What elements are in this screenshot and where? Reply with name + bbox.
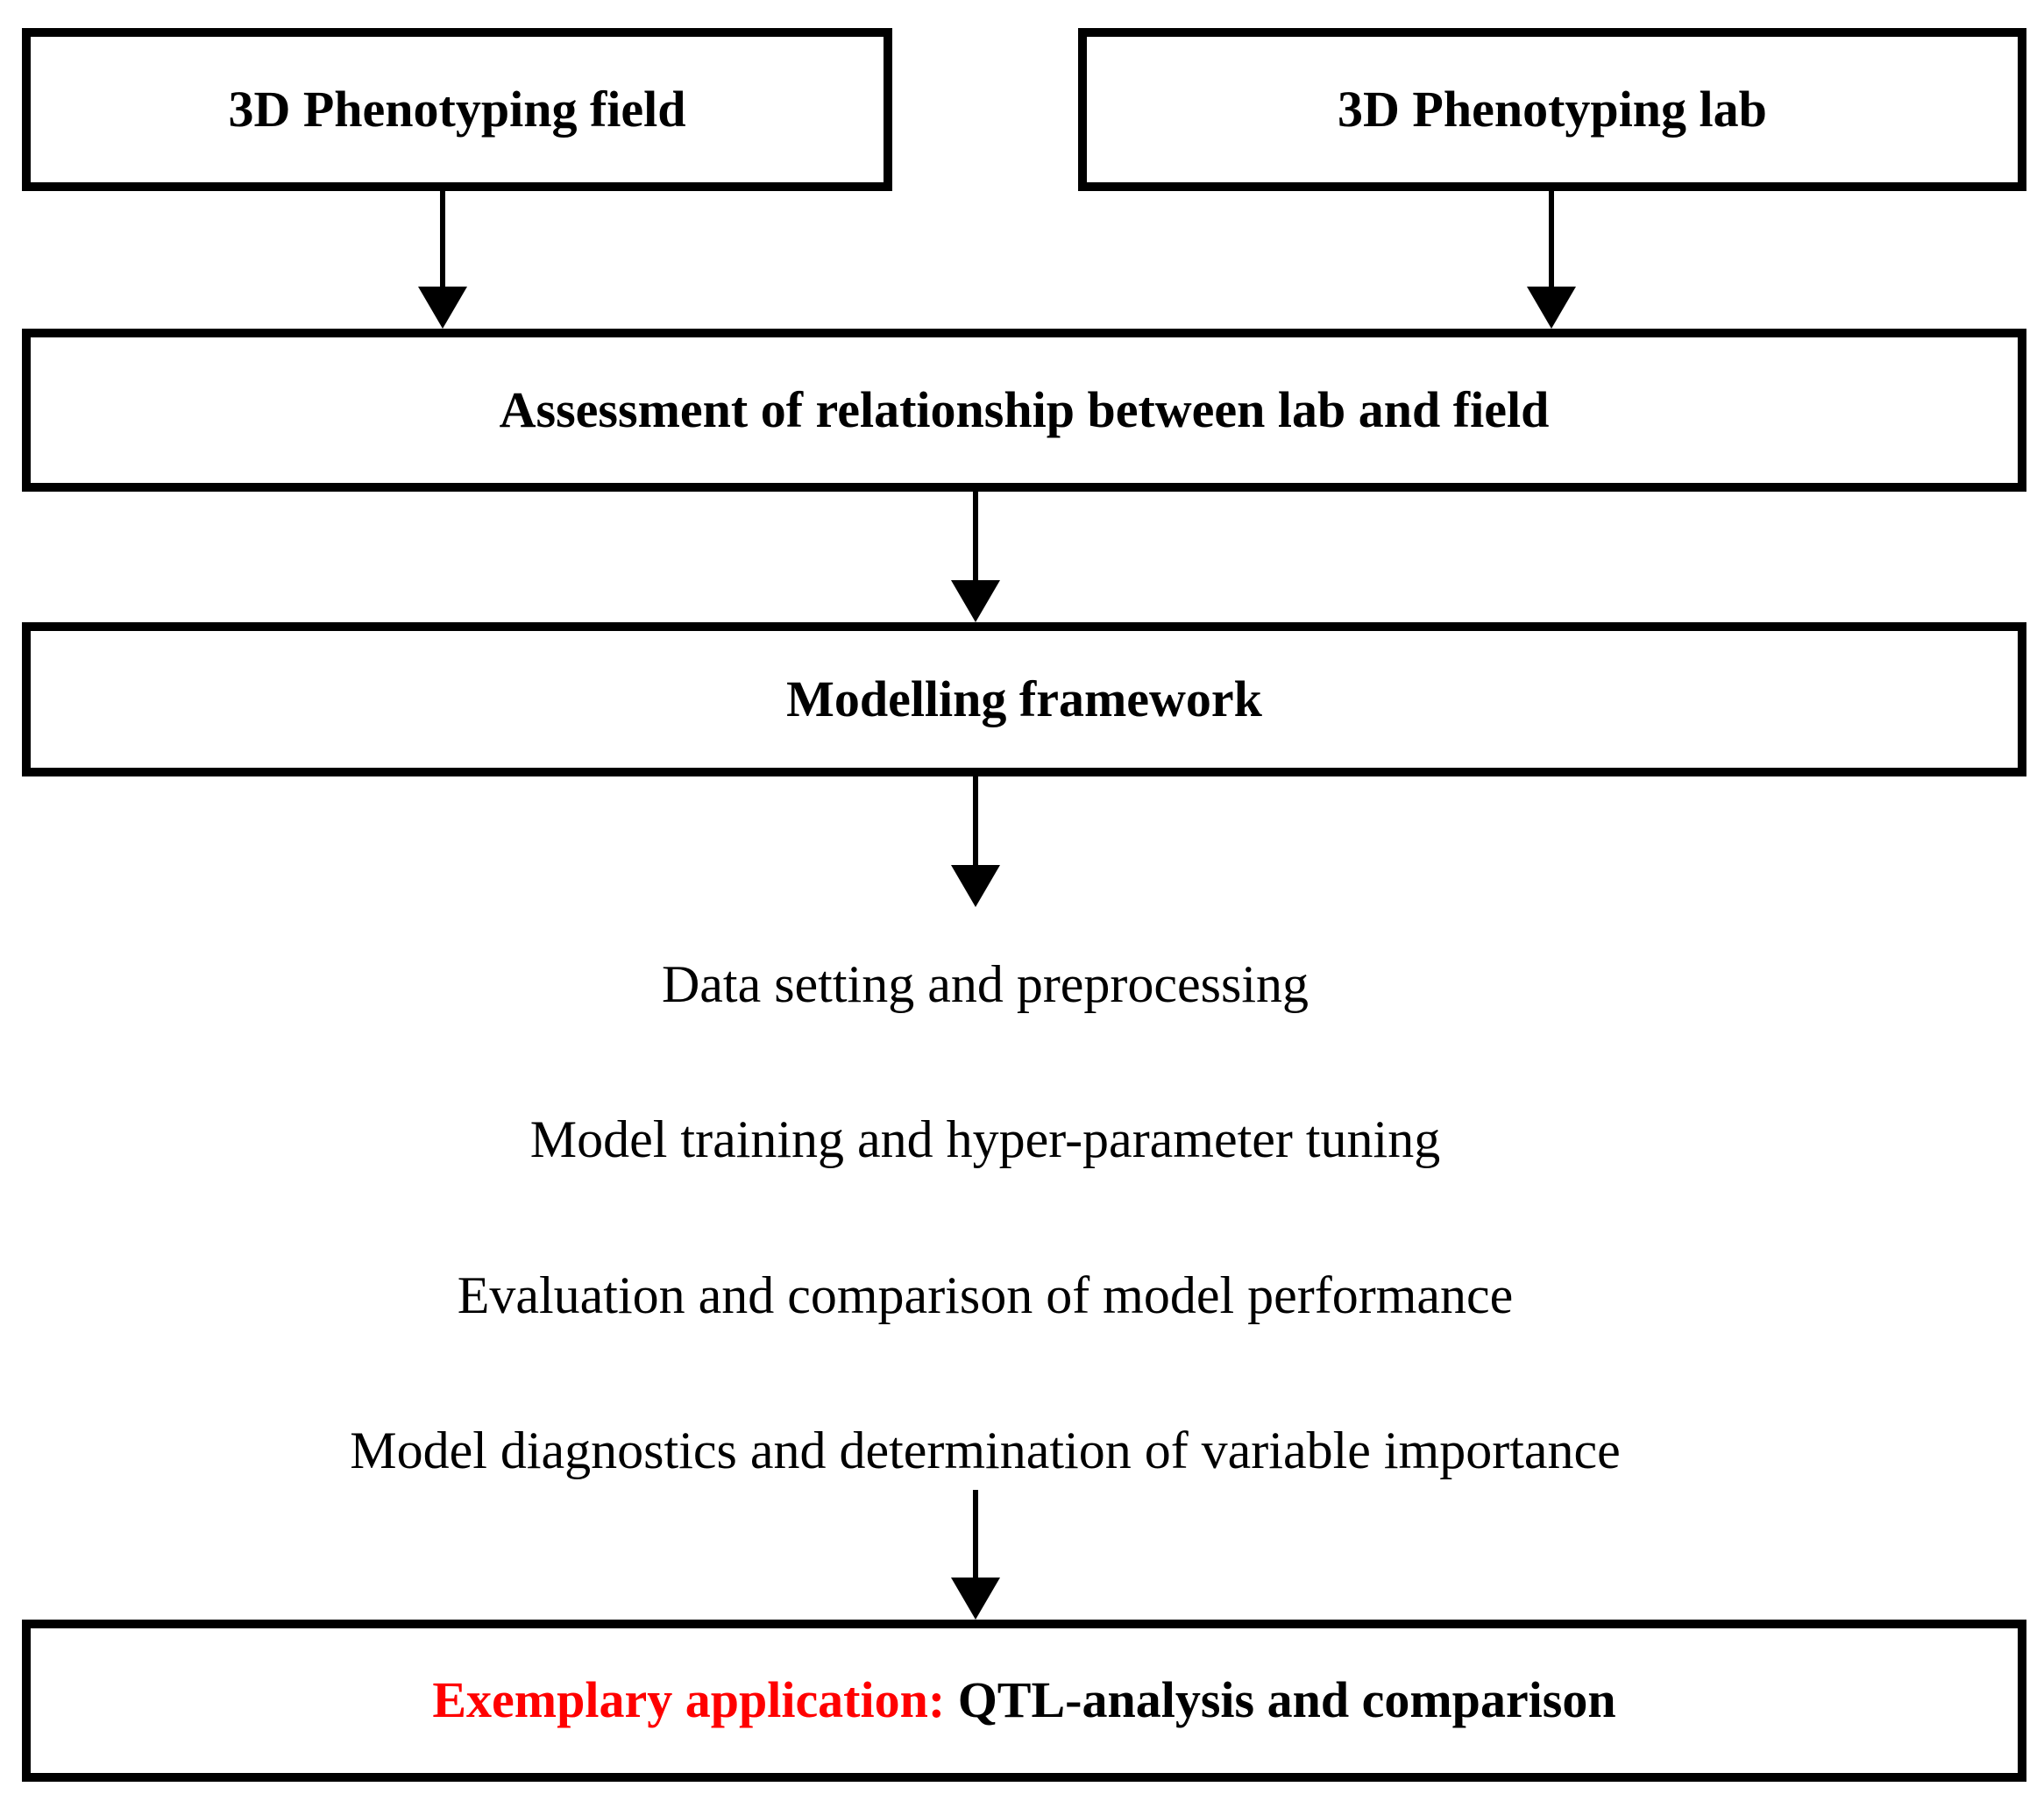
arrow-tail [1549,191,1554,287]
arrow-tail [973,1490,978,1578]
arrow-modelling-to-steps [951,776,1000,907]
box-assessment-label: Assessment of relationship between lab a… [499,380,1550,438]
arrowhead-down-icon [951,1578,1000,1620]
step-evaluation: Evaluation and comparison of model perfo… [457,1266,1514,1324]
box-exemplary-application: Exemplary application: QTL-analysis and … [22,1620,2026,1782]
box-phenotyping-lab: 3D Phenotyping lab [1078,28,2026,191]
arrow-field-to-assessment [418,191,467,329]
final-box-highlight: Exemplary application: [432,1671,946,1729]
arrowhead-down-icon [951,580,1000,622]
arrowhead-down-icon [1527,287,1576,329]
final-box-rest: QTL-analysis and comparison [945,1671,1616,1729]
step-model-training: Model training and hyper-parameter tunin… [529,1110,1441,1168]
box-phenotyping-lab-label: 3D Phenotyping lab [1338,80,1767,138]
arrowhead-down-icon [951,865,1000,907]
box-modelling-framework: Modelling framework [22,622,2026,776]
arrow-lab-to-assessment [1527,191,1576,329]
box-assessment: Assessment of relationship between lab a… [22,329,2026,492]
arrow-steps-to-exemplary [951,1490,1000,1620]
arrowhead-down-icon [418,287,467,329]
box-phenotyping-field-label: 3D Phenotyping field [228,80,686,138]
box-modelling-framework-label: Modelling framework [786,670,1262,727]
box-phenotyping-field: 3D Phenotyping field [22,28,892,191]
arrow-assessment-to-modelling [951,492,1000,622]
arrow-tail [973,492,978,580]
box-exemplary-application-label: Exemplary application: QTL-analysis and … [432,1671,1615,1730]
arrow-tail [440,191,445,287]
step-model-diagnostics: Model diagnostics and determination of v… [350,1422,1621,1479]
step-data-setting: Data setting and preprocessing [661,955,1309,1013]
arrow-tail [973,776,978,865]
